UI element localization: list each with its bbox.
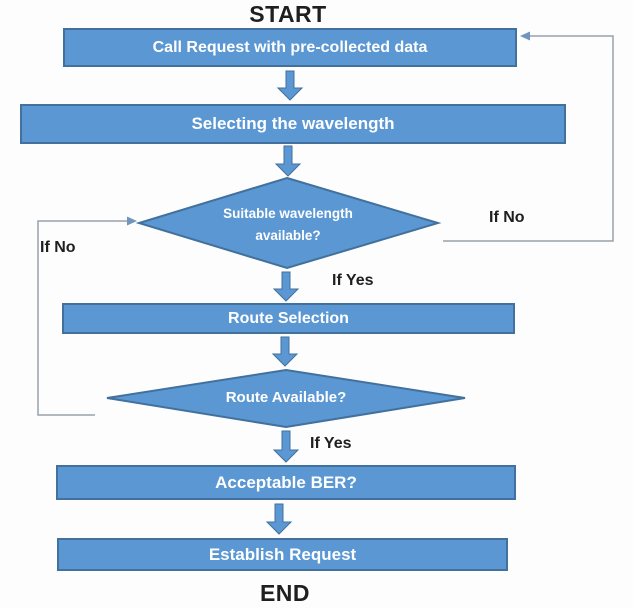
suitable-wavelength-line1: Suitable wavelength xyxy=(223,206,353,221)
arrowhead-into-wavelength-diamond xyxy=(127,216,137,226)
node-selecting-wavelength: Selecting the wavelength xyxy=(20,104,566,144)
node-acceptable-ber-label: Acceptable BER? xyxy=(215,472,357,492)
suitable-wavelength-line2: available? xyxy=(255,227,321,243)
edge-label-if-yes-1: If Yes xyxy=(332,272,374,289)
loop-line-left-if-no xyxy=(37,220,127,416)
arrow-acceptable-ber-to-establish xyxy=(265,503,293,535)
arrow-wavelength-decision-to-route-selection xyxy=(272,271,300,302)
node-route-selection-label: Route Selection xyxy=(228,309,349,327)
node-acceptable-ber: Acceptable BER? xyxy=(56,465,516,500)
node-route-available-label: Route Available? xyxy=(225,389,347,406)
node-selecting-wavelength-label: Selecting the wavelength xyxy=(191,114,395,133)
start-label: START xyxy=(249,1,327,27)
node-establish-request-label: Establish Request xyxy=(208,544,357,564)
node-establish-request: Establish Request xyxy=(57,538,508,571)
node-call-request: Call Request with pre-collected data xyxy=(63,28,517,67)
edge-label-if-no-right: If No xyxy=(489,209,525,226)
edge-label-if-yes-2: If Yes xyxy=(310,435,352,452)
node-route-selection: Route Selection xyxy=(62,303,515,334)
arrow-route-selection-to-route-decision xyxy=(271,336,299,367)
arrow-selecting-to-wavelength-decision xyxy=(274,145,302,177)
node-suitable-wavelength-label: Suitable wavelength available? xyxy=(168,203,408,246)
end-label: END xyxy=(259,580,311,606)
decision-diamond-suitable-wavelength xyxy=(135,176,442,270)
decision-diamond-route-available xyxy=(106,368,466,429)
node-call-request-label: Call Request with pre-collected data xyxy=(152,38,428,56)
arrowhead-into-call-request-box xyxy=(520,31,530,41)
arrow-route-decision-to-acceptable-ber xyxy=(272,430,300,463)
arrow-call-request-to-selecting xyxy=(276,70,304,101)
edge-label-if-no-left: If No xyxy=(40,239,76,256)
loop-line-right-if-no xyxy=(443,35,614,242)
